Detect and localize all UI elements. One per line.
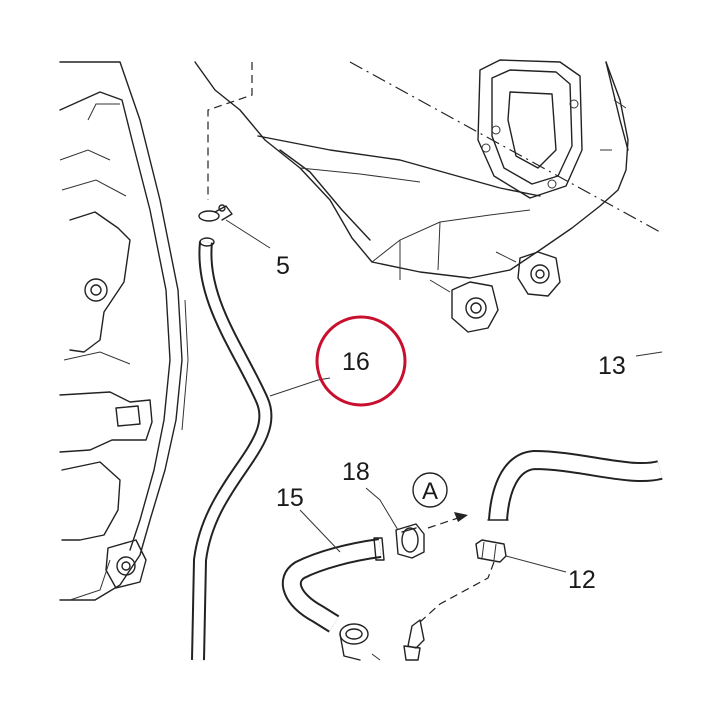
part-18-fitting <box>395 523 425 559</box>
part-5-clamp <box>198 204 233 222</box>
part-12-coupler <box>403 539 507 661</box>
upper-assembly <box>194 59 629 333</box>
leader-lines <box>225 219 663 573</box>
leader-dashed-5 <box>207 62 253 200</box>
label-part-5[interactable]: 5 <box>276 252 290 280</box>
label-part-18[interactable]: 18 <box>342 458 370 486</box>
label-part-13[interactable]: 13 <box>598 352 626 380</box>
label-part-15[interactable]: 15 <box>276 484 304 512</box>
part-15-hose <box>281 537 385 661</box>
label-part-12[interactable]: 12 <box>568 566 596 594</box>
label-part-16[interactable]: 16 <box>342 348 370 376</box>
right-hose <box>487 449 663 521</box>
center-line <box>349 61 661 233</box>
part-16-hose <box>191 237 273 661</box>
direction-arrow <box>427 512 468 529</box>
highlight-ring <box>315 315 407 407</box>
left-frame-bracket <box>59 61 189 601</box>
view-callout-a-label: A <box>422 478 438 505</box>
view-callout-a[interactable]: A <box>412 472 448 508</box>
